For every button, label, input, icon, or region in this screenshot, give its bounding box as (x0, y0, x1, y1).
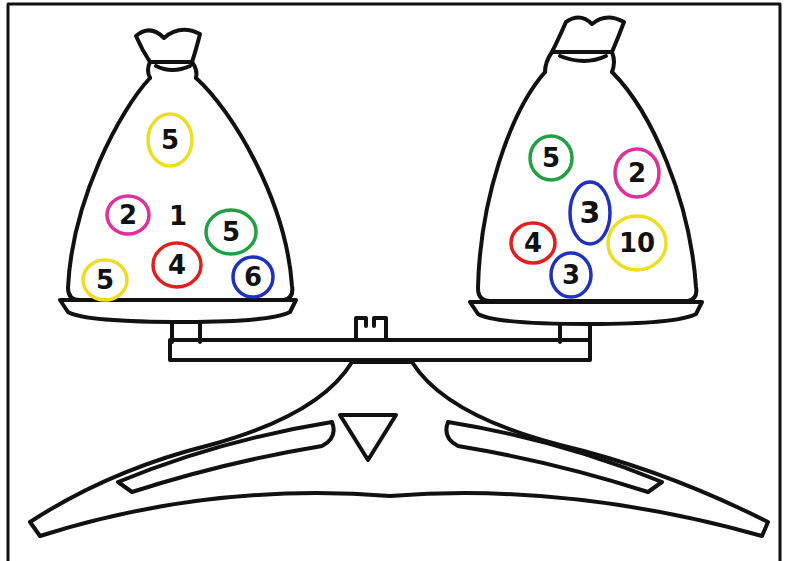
base-triangle (340, 415, 396, 460)
bag-line (136, 30, 200, 62)
money-bag (478, 72, 696, 301)
base-slot (446, 422, 662, 492)
coin-circle: 3 (568, 180, 612, 246)
circle-ring (153, 243, 201, 287)
money-bag: 1 5 2 5 5 4 6 (55, 20, 305, 310)
coin-number: 4 (168, 252, 186, 278)
bag-line (148, 62, 197, 78)
coin-circle: 6 (231, 255, 275, 299)
scale-pan (60, 300, 296, 322)
pan-stem (560, 324, 590, 342)
coin-circle: 5 (204, 208, 258, 256)
coin-number: 5 (96, 267, 114, 293)
circle-ring (608, 216, 666, 270)
scale-beam (170, 340, 590, 360)
coin-number: 3 (580, 198, 601, 228)
circle-ring (530, 136, 572, 180)
circle-ring (511, 223, 555, 263)
coin-number: 5 (161, 127, 179, 153)
circle-ring (233, 257, 273, 297)
bag-knot (552, 17, 624, 52)
coin-circle: 5 (528, 134, 574, 182)
coin-number: 4 (524, 230, 542, 256)
coin-circle: 3 (549, 251, 593, 299)
coin-circle: 4 (151, 241, 203, 289)
picture-frame (8, 4, 780, 561)
base-slot (118, 422, 334, 492)
bag-neck (545, 52, 614, 72)
circle-ring (107, 196, 149, 234)
bag-line (68, 78, 292, 300)
scale-pan (470, 302, 702, 324)
scale-base (30, 362, 768, 536)
center-post (356, 318, 386, 340)
circle-ring (83, 260, 127, 300)
coin-number: 6 (244, 264, 262, 290)
coin-circle: 4 (509, 221, 557, 265)
coin-circle: 5 (81, 258, 129, 302)
circle-ring (615, 149, 659, 197)
circle-ring (148, 114, 192, 166)
pan-stem (172, 322, 200, 342)
coin-number: 5 (222, 219, 240, 245)
coin-number: 2 (119, 202, 137, 228)
circle-ring (206, 210, 256, 254)
coin-circle: 2 (105, 194, 151, 236)
coin-number: 10 (619, 230, 655, 256)
coin-number: 2 (628, 160, 646, 186)
coin-circle: 2 (613, 147, 661, 199)
circle-ring (551, 253, 591, 297)
loose-number: 1 (169, 203, 187, 229)
coin-circle: 5 (146, 112, 194, 168)
coin-number: 5 (542, 145, 560, 171)
coin-number: 3 (562, 262, 580, 288)
circle-ring (570, 182, 610, 244)
coin-circle: 10 (606, 214, 668, 272)
